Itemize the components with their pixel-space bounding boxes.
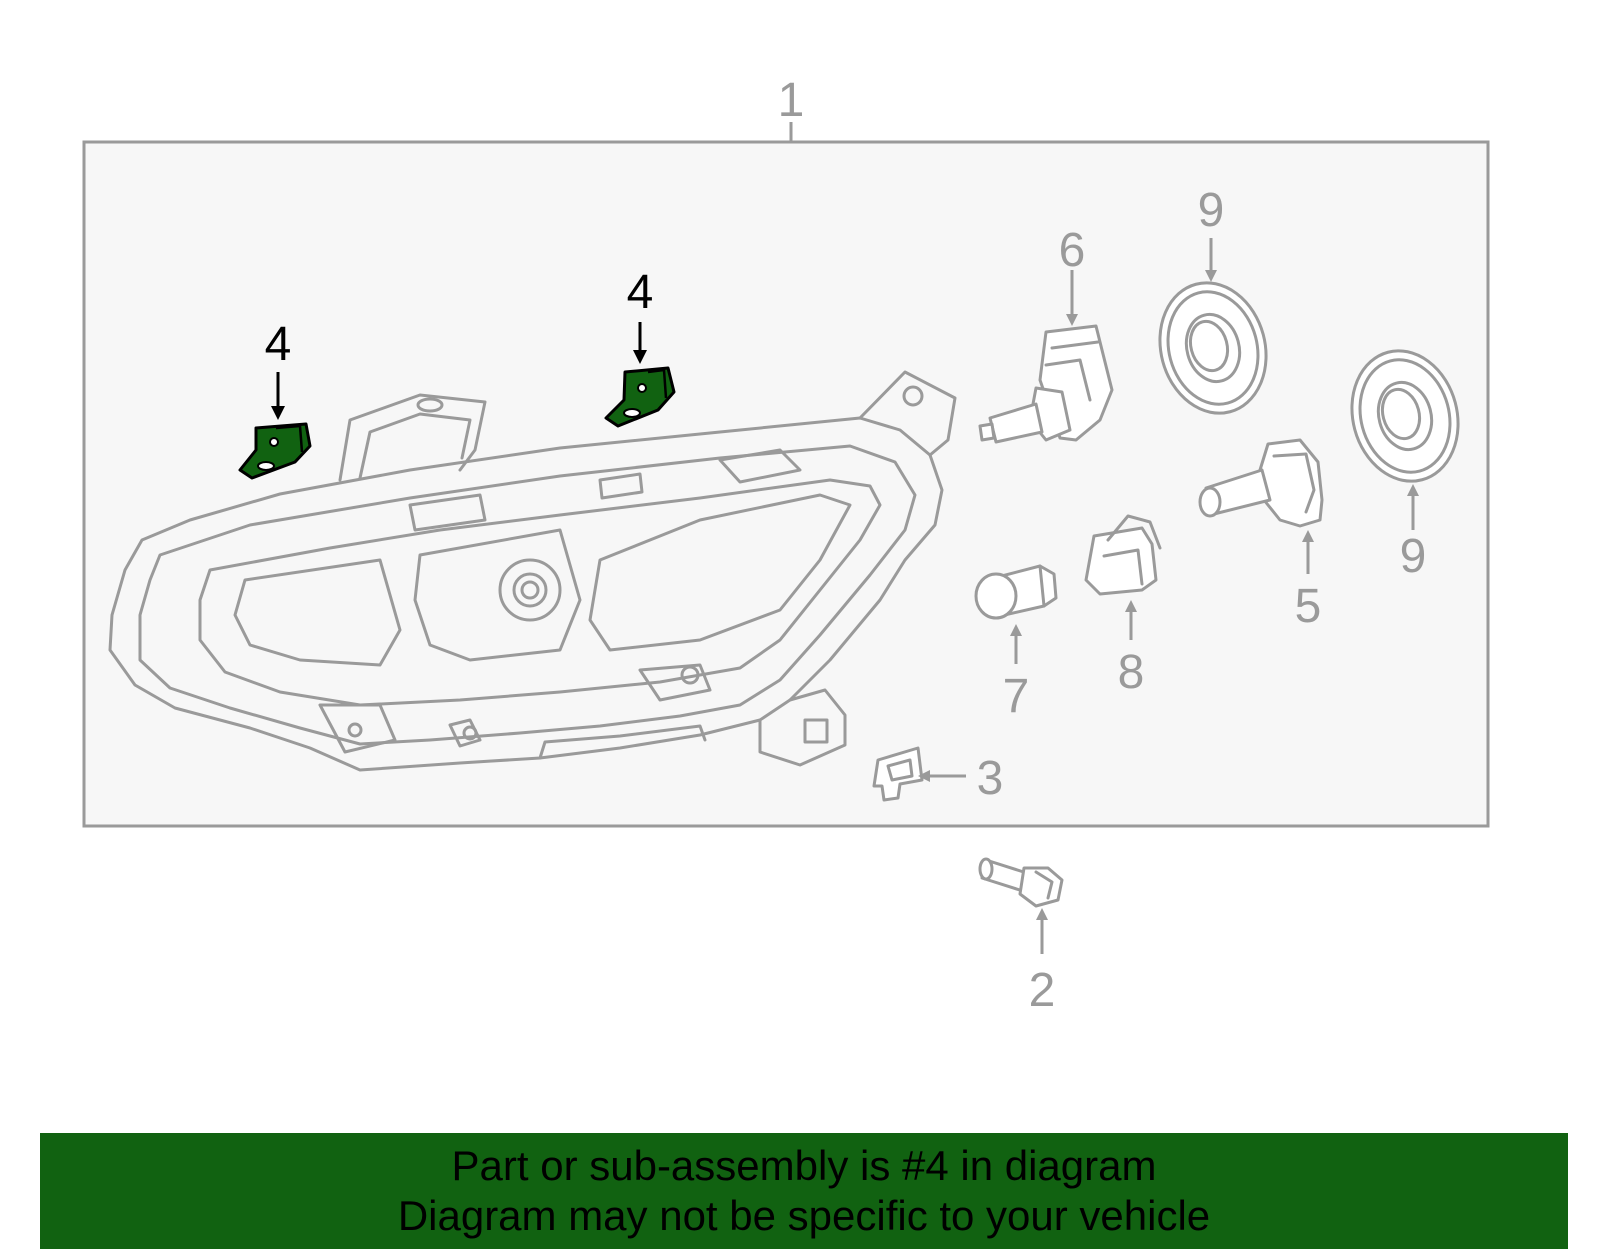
arrowhead-5: [1302, 530, 1314, 542]
bulb-part-5[interactable]: [1198, 438, 1324, 528]
bracket-part-4-right[interactable]: [604, 366, 676, 428]
callout-4-right: 4: [627, 266, 654, 319]
callout-1: 1: [778, 74, 805, 127]
callout-6: 6: [1059, 224, 1086, 277]
arrowhead-8: [1125, 600, 1137, 612]
arrowhead-6: [1066, 314, 1078, 326]
arrowhead-7: [1010, 624, 1022, 636]
arrowhead-9-lower: [1407, 484, 1419, 496]
callout-9-upper: 9: [1198, 184, 1225, 237]
headlamp-housing: [108, 370, 957, 772]
arrowhead-4-right: [633, 350, 647, 364]
seal-part-9-lower[interactable]: [1338, 339, 1473, 493]
bracket-part-4-left[interactable]: [238, 422, 312, 480]
socket-part-8[interactable]: [1084, 514, 1162, 596]
info-banner: Part or sub-assembly is #4 in diagram Di…: [40, 1133, 1568, 1249]
banner-disclaimer: Diagram may not be specific to your vehi…: [397, 1192, 1211, 1239]
callout-5: 5: [1295, 580, 1322, 633]
bulb-part-7[interactable]: [974, 564, 1058, 620]
bolt-part-2[interactable]: [978, 857, 1064, 908]
callout-7: 7: [1003, 670, 1030, 723]
banner-part-note: Part or sub-assembly is #4 in diagram: [451, 1142, 1157, 1189]
arrowhead-3: [918, 770, 930, 782]
arrowhead-4-left: [271, 406, 285, 420]
arrowhead-2: [1036, 908, 1048, 920]
callout-8: 8: [1118, 646, 1145, 699]
callout-2: 2: [1029, 964, 1056, 1017]
seal-part-9-upper[interactable]: [1146, 271, 1281, 425]
clip-part-3[interactable]: [872, 746, 924, 802]
bulb-part-6[interactable]: [978, 324, 1114, 444]
arrowhead-9-upper: [1205, 270, 1217, 282]
callout-9-lower: 9: [1400, 530, 1427, 583]
callout-3: 3: [977, 752, 1004, 805]
callout-4-left: 4: [265, 318, 292, 371]
